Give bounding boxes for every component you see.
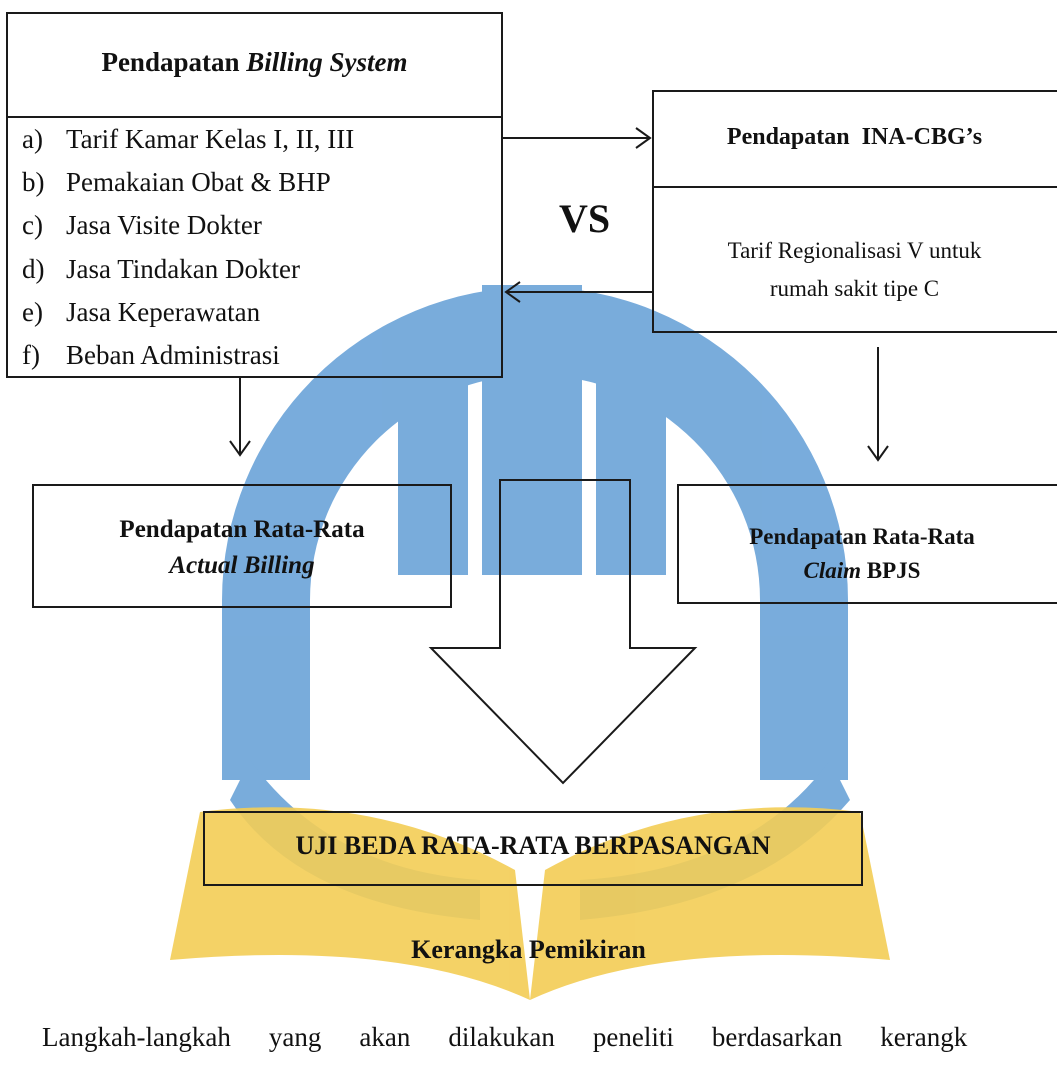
arrow-down-ina	[867, 347, 889, 462]
claim-bpjs-line: Claim BPJS	[803, 558, 921, 583]
arrow-down-billing	[229, 378, 251, 457]
billing-item: f)Beban Administrasi	[22, 340, 280, 370]
billing-item: d)Jasa Tindakan Dokter	[22, 254, 300, 284]
claim-bpjs-line: Pendapatan Rata-Rata	[749, 524, 975, 549]
billing-system-title: Pendapatan Billing System	[101, 47, 408, 77]
billing-item: e)Jasa Keperawatan	[22, 297, 261, 327]
vs-label: VS	[559, 196, 611, 241]
arrow-billing-to-ina	[503, 127, 652, 149]
ina-cbg-title-divider	[654, 186, 1057, 188]
ina-cbg-title: Pendapatan INA-CBG’s	[726, 124, 983, 150]
paired-test-box	[203, 811, 863, 886]
arrow-ina-to-billing	[504, 281, 652, 303]
big-down-arrow	[428, 479, 698, 785]
billing-item: a)Tarif Kamar Kelas I, II, III	[22, 124, 355, 154]
paired-test-label: UJI BEDA RATA-RATA BERPASANGAN	[295, 831, 771, 860]
paragraph-word: yang	[268, 1022, 322, 1052]
figure-caption: Kerangka Pemikiran	[411, 935, 646, 964]
ina-cbg-body-line: Tarif Regionalisasi V untuk	[727, 238, 982, 263]
billing-system-box	[6, 12, 503, 378]
actual-billing-box	[32, 484, 452, 608]
actual-billing-line: Pendapatan Rata-Rata	[119, 516, 365, 543]
ina-cbg-body: Tarif Regionalisasi V untuk rumah sakit …	[652, 232, 1057, 308]
paragraph-word: akan	[359, 1022, 411, 1052]
claim-bpjs-box	[677, 484, 1057, 604]
paragraph-word: kerangk	[880, 1022, 968, 1052]
paragraph-word: Langkah-langkah	[42, 1022, 231, 1052]
actual-billing-label: Pendapatan Rata-Rata Actual Billing	[32, 512, 452, 584]
claim-bpjs-label: Pendapatan Rata-Rata Claim BPJS	[677, 520, 1047, 588]
paragraph-word: berdasarkan	[711, 1022, 843, 1052]
actual-billing-line: Actual Billing	[169, 552, 315, 579]
body-paragraph: Langkah-langkah yang akan dilakukan peneliti…	[42, 1022, 1057, 1053]
billing-item: b)Pemakaian Obat & BHP	[22, 167, 331, 197]
watermark-yellow-book	[170, 807, 890, 1000]
ina-cbg-box	[652, 90, 1057, 333]
billing-title-divider	[8, 116, 501, 118]
paragraph-word: peneliti	[592, 1022, 674, 1052]
billing-item: c)Jasa Visite Dokter	[22, 210, 262, 240]
paragraph-word: dilakukan	[448, 1022, 555, 1052]
ina-cbg-body-line: rumah sakit tipe C	[769, 276, 940, 301]
